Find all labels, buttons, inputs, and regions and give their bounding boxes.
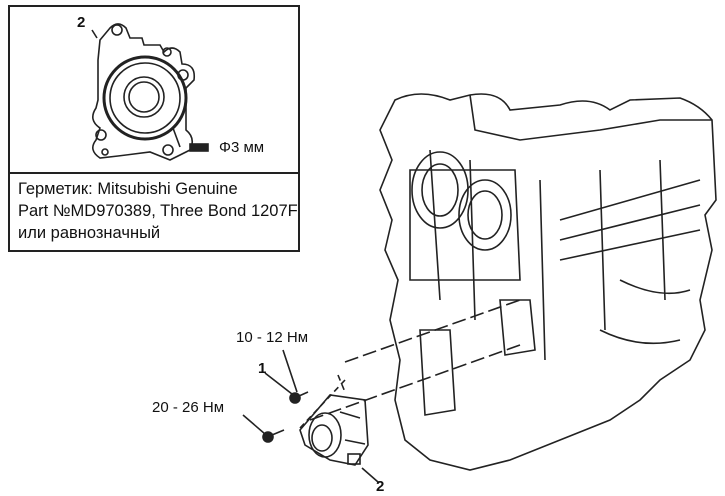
torque-lower-label: 20 - 26 Нм xyxy=(152,399,225,416)
torque-upper-label: 10 - 12 Нм xyxy=(236,329,309,346)
note-line: Part №MD970389, Three Bond 1207F xyxy=(18,202,298,220)
inset-callout-2: 2 xyxy=(77,14,86,31)
alignment-lines xyxy=(309,299,521,421)
water-pump-drawing xyxy=(299,394,369,466)
bead-size-label: Φ3 мм xyxy=(219,139,265,156)
callout-2: 2 xyxy=(376,478,385,495)
engine-block-drawing xyxy=(379,93,717,471)
bolt-1-drawing xyxy=(289,391,309,404)
bolt-2-drawing xyxy=(262,429,285,443)
pump-cover-drawing xyxy=(91,23,209,161)
sealant-note: Герметик: Mitsubishi Genuine Part №MD970… xyxy=(8,172,300,252)
sealant-inset xyxy=(8,5,300,252)
note-line: Герметик: Mitsubishi Genuine xyxy=(18,180,238,198)
note-line: или равнозначный xyxy=(18,224,161,242)
callout-1: 1 xyxy=(258,360,267,377)
